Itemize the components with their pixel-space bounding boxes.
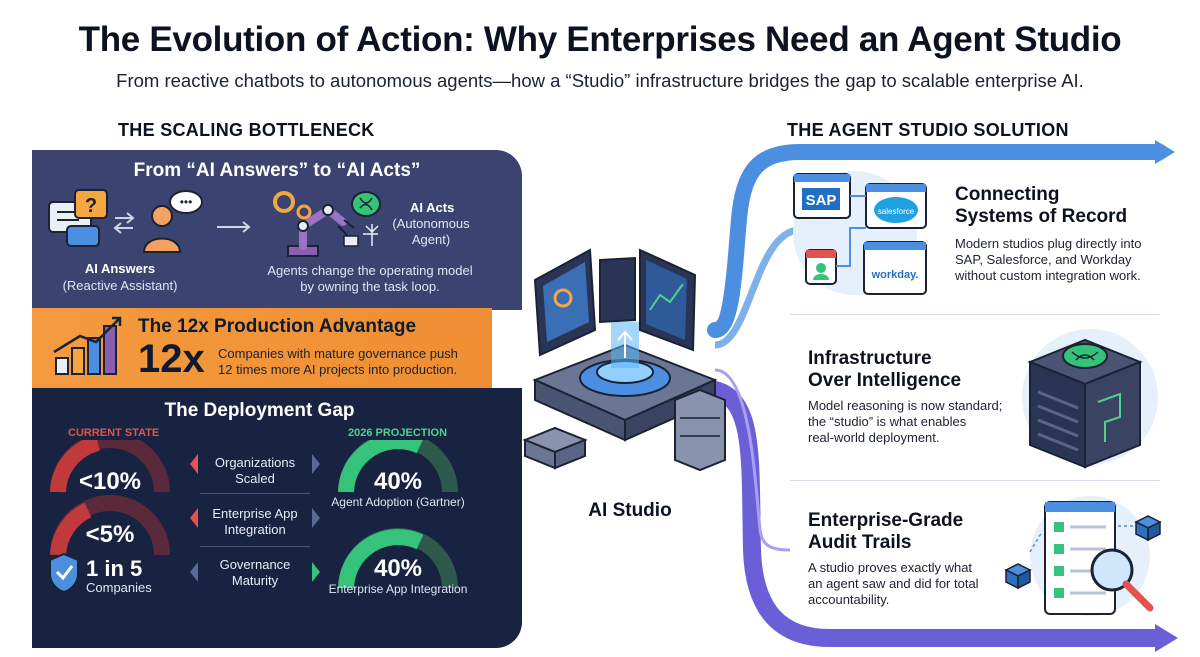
gap-divider	[200, 493, 310, 494]
card-divider	[790, 480, 1160, 481]
sap-logo: SAP	[806, 192, 837, 209]
gap-row-label-3-line-2: Maturity	[231, 573, 279, 588]
gap-row-label-3-line-1: Governance	[219, 557, 291, 572]
gauges	[49, 440, 458, 594]
card-3-desc-line-3: accountability.	[808, 592, 890, 607]
advantage-desc-line-1: Companies with mature governance push	[218, 346, 458, 361]
card-1-desc-line-1: Modern studios plug directly into	[955, 236, 1142, 251]
flow-arrows	[706, 140, 1178, 652]
audit-trail-icon	[1004, 496, 1162, 616]
card-2-desc: Model reasoning is now standard; the “st…	[808, 398, 1002, 446]
current-value-2: <5%	[85, 521, 135, 548]
gap-row-label-2: Enterprise App Integration	[200, 506, 310, 538]
evolution-caption: Agents change the operating model by own…	[240, 263, 500, 295]
ai-acts-sub-line-1: (Autonomous	[392, 216, 470, 231]
ai-answers-sub: (Reactive Assistant)	[62, 278, 178, 293]
card-1-desc-line-2: SAP, Salesforce, and Workday	[955, 252, 1132, 267]
ai-acts-sub-line-2: Agent)	[411, 232, 451, 247]
card-2-title-line-1: Infrastructure	[808, 348, 932, 369]
right-section-heading: THE AGENT STUDIO SOLUTION	[787, 120, 1069, 140]
card-3-desc: A studio proves exactly what an agent sa…	[808, 560, 979, 608]
projection-caption-2: Enterprise App Integration	[328, 582, 468, 596]
server-brain-icon	[1022, 329, 1158, 469]
card-1-desc-line-3: without custom integration work.	[955, 268, 1141, 283]
advantage-desc: Companies with mature governance push 12…	[218, 346, 458, 378]
evolution-caption-line-1: Agents change the operating model	[267, 263, 473, 278]
evolution-caption-line-2: by owning the task loop.	[300, 279, 440, 294]
card-1-title-line-1: Connecting	[955, 184, 1060, 205]
ai-acts-label: AI Acts	[410, 200, 455, 215]
projection-value-1: 40%	[373, 468, 423, 495]
page-title: The Evolution of Action: Why Enterprises…	[78, 20, 1122, 59]
gauge-projection-2	[338, 529, 424, 589]
gauge-current-2	[50, 502, 92, 556]
advantage-desc-line-2: 12 times more AI projects into productio…	[218, 362, 458, 377]
gap-divider	[200, 546, 310, 547]
current-value-3: 1 in 5	[86, 556, 143, 581]
gap-row-label-2-line-1: Enterprise App	[212, 506, 298, 521]
advantage-title: The 12x Production Advantage	[138, 316, 417, 337]
current-state-label: CURRENT STATE	[68, 427, 160, 439]
card-3-title-line-1: Enterprise-Grade	[808, 510, 964, 531]
ai-studio-label: AI Studio	[588, 500, 672, 521]
gauge-projection-1	[338, 440, 423, 493]
card-2-desc-line-2: the “studio” is what enables	[808, 414, 967, 429]
current-value-3-sub: Companies	[86, 580, 152, 595]
projection-value-2: 40%	[373, 555, 423, 582]
chat-bubbles-icon: ?	[48, 189, 135, 247]
robot-arm-icon	[273, 191, 381, 257]
gap-row-label-2-line-2: Integration	[224, 522, 286, 537]
bubble-dots-glyph: •••	[180, 195, 193, 209]
projection-caption-1: Agent Adoption (Gartner)	[331, 495, 465, 509]
current-value-1: <10%	[78, 468, 142, 495]
card-1-title-line-2: Systems of Record	[955, 206, 1128, 227]
gap-title: The Deployment Gap	[164, 400, 355, 421]
gap-row-label-3: Governance Maturity	[200, 557, 310, 589]
card-3-desc-line-1: A studio proves exactly what	[808, 560, 973, 575]
evolution-title: From “AI Answers” to “AI Acts”	[133, 160, 421, 181]
growth-chart-icon	[53, 316, 122, 375]
card-3-title-line-2: Audit Trails	[808, 532, 912, 553]
ai-acts-sub: (Autonomous Agent)	[386, 216, 476, 248]
question-mark-glyph: ?	[85, 195, 97, 217]
deployment-gap-panel	[32, 388, 522, 648]
left-section-heading: THE SCALING BOTTLENECK	[118, 120, 375, 140]
gap-row-label-1: Organizations Scaled	[200, 455, 310, 487]
workday-logo: workday.	[871, 269, 919, 281]
card-2-desc-line-3: real-world deployment.	[808, 430, 940, 445]
projection-label: 2026 PROJECTION	[348, 427, 448, 439]
systems-of-record-icon: SAP salesforce workday.	[793, 171, 927, 295]
salesforce-logo: salesforce	[878, 207, 915, 216]
card-1-title: Connecting Systems of Record	[955, 184, 1127, 228]
gap-row-label-1-line-2: Scaled	[235, 471, 275, 486]
card-2-title-line-2: Over Intelligence	[808, 370, 962, 391]
card-3-desc-line-2: an agent saw and did for total	[808, 576, 979, 591]
card-1-desc: Modern studios plug directly into SAP, S…	[955, 236, 1141, 284]
arrow-right-icon	[217, 221, 251, 233]
assistant-person-icon: •••	[142, 190, 203, 253]
card-divider	[790, 314, 1160, 315]
ai-studio-illustration	[522, 248, 726, 472]
page-subtitle: From reactive chatbots to autonomous age…	[116, 70, 1084, 91]
card-3-title: Enterprise-Grade Audit Trails	[808, 510, 963, 554]
card-2-title: Infrastructure Over Intelligence	[808, 348, 961, 392]
advantage-big-number: 12x	[138, 337, 205, 381]
gauge-current-1	[50, 440, 101, 493]
ai-answers-label: AI Answers	[84, 261, 156, 276]
shield-icon	[49, 552, 79, 594]
gap-row-label-1-line-1: Organizations	[214, 455, 296, 470]
evolution-panel	[32, 150, 522, 310]
card-2-desc-line-1: Model reasoning is now standard;	[808, 398, 1003, 413]
